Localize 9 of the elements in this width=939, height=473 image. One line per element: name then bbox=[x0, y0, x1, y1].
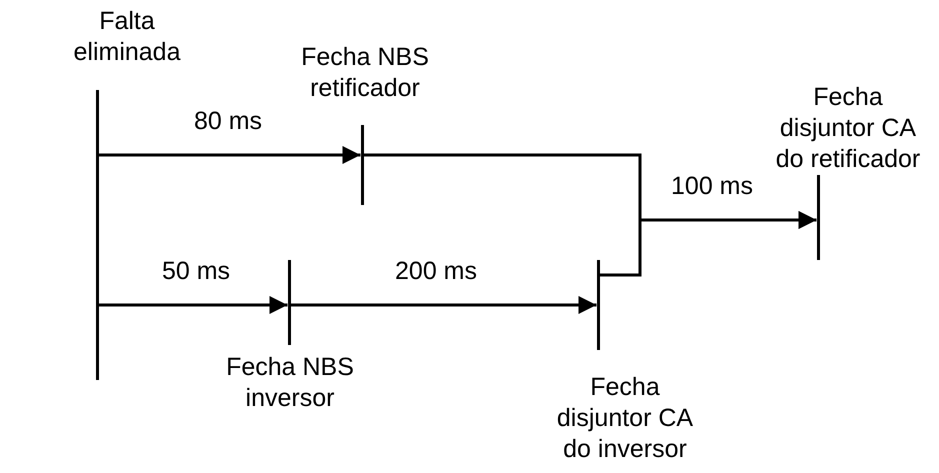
arrow bbox=[290, 296, 596, 314]
event-label: Fecha disjuntor CA do retificador bbox=[774, 82, 922, 175]
arrow bbox=[98, 296, 288, 314]
event-label: Fecha disjuntor CA do inversor bbox=[556, 372, 694, 465]
event-label: Fecha NBS inversor bbox=[225, 352, 355, 414]
arrow bbox=[98, 146, 360, 164]
event-label: Falta eliminada bbox=[72, 6, 182, 68]
arrow bbox=[600, 211, 816, 276]
event-label: Fecha NBS retificador bbox=[300, 42, 430, 104]
